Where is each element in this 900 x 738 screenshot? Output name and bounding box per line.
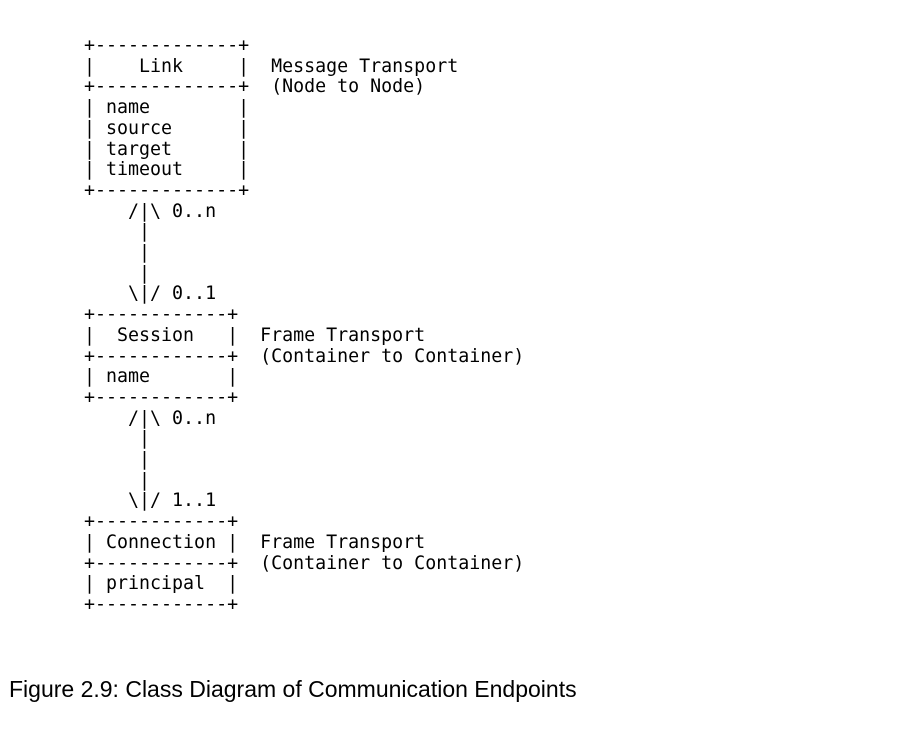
session-connection-multiplicity-top: /|\ 0..n (84, 407, 217, 429)
session-box-top-border: +------------+ (84, 304, 239, 326)
connection-box-bottom-border: +------------+ (84, 593, 239, 615)
class-diagram: +-------------+ | Link | Message Transpo… (84, 35, 525, 616)
link-box-top-border: +-------------+ (84, 35, 250, 56)
connection-class-name-row: | Connection | Frame Transport (84, 531, 426, 553)
link-class-name-row: | Link | Message Transport (84, 55, 459, 77)
session-connection-connector: | (84, 449, 151, 471)
link-session-connector: | (84, 221, 151, 243)
link-session-connector: | (84, 242, 151, 264)
link-attribute-timeout: | timeout | (84, 159, 250, 181)
session-box-divider: +------------+ (Container to Container) (84, 345, 525, 367)
link-attribute-name: | name | (84, 97, 250, 119)
link-attribute-source: | source | (84, 117, 250, 139)
session-class-name-row: | Session | Frame Transport (84, 324, 426, 346)
link-attribute-target: | target | (84, 138, 250, 160)
session-attribute-name: | name | (84, 366, 239, 388)
connection-attribute-principal: | principal | (84, 573, 239, 595)
link-session-multiplicity-bottom: \|/ 0..1 (84, 283, 217, 305)
link-session-connector: | (84, 262, 151, 284)
figure-caption: Figure 2.9: Class Diagram of Communicati… (9, 676, 577, 702)
session-box-bottom-border: +------------+ (84, 386, 239, 408)
link-box-bottom-border: +-------------+ (84, 179, 250, 201)
session-connection-connector: | (84, 469, 151, 491)
connection-box-divider: +------------+ (Container to Container) (84, 552, 525, 574)
link-session-multiplicity-top: /|\ 0..n (84, 200, 217, 222)
link-box-divider: +-------------+ (Node to Node) (84, 76, 426, 98)
session-connection-connector: | (84, 428, 151, 450)
session-connection-multiplicity-bottom: \|/ 1..1 (84, 490, 217, 512)
connection-box-top-border: +------------+ (84, 511, 239, 533)
